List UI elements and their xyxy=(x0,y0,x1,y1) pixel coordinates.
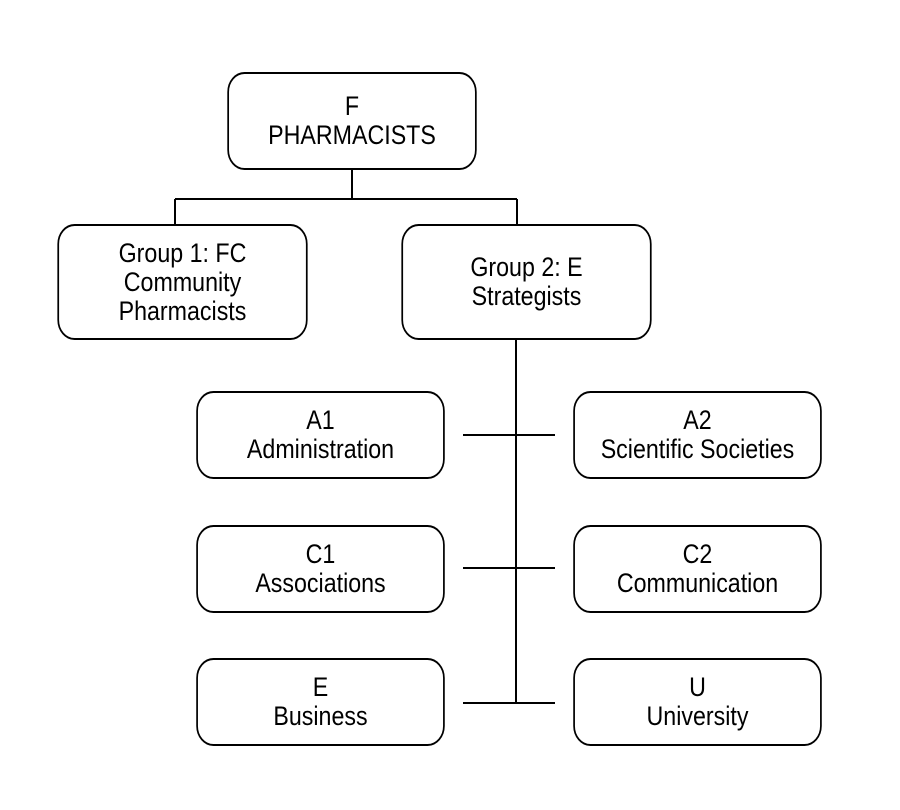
subgroup-node-a1: A1 Administration xyxy=(196,391,445,479)
subgroup-name: Scientific Societies xyxy=(600,434,795,464)
subgroup-name: Business xyxy=(273,701,368,731)
subgroup-node-u: U University xyxy=(573,658,822,746)
subgroup-code: A2 xyxy=(683,405,712,435)
subgroup-name: Administration xyxy=(246,434,395,464)
subgroup-node-a2: A2 Scientific Societies xyxy=(573,391,822,479)
subgroup-name: University xyxy=(646,701,749,731)
subgroup-node-c1: C1 Associations xyxy=(196,525,445,613)
root-code: F xyxy=(344,91,360,121)
group2-title: Group 2: E xyxy=(470,252,583,282)
group1-line2: Community xyxy=(123,266,242,297)
subgroup-name: Communication xyxy=(616,568,779,598)
subgroup-code: U xyxy=(689,672,706,702)
root-title: PHARMACISTS xyxy=(268,120,436,150)
subgroup-name: Associations xyxy=(255,568,386,598)
group1-node: Group 1: FC Community Pharmacists xyxy=(57,224,308,340)
root-node-pharmacists: F PHARMACISTS xyxy=(227,72,477,170)
subgroup-code: C1 xyxy=(305,539,336,569)
subgroup-code: A1 xyxy=(306,405,335,435)
group2-line2: Strategists xyxy=(471,281,582,311)
group1-title: Group 1: FC xyxy=(118,237,247,268)
subgroup-node-e: E Business xyxy=(196,658,445,746)
subgroup-node-c2: C2 Communication xyxy=(573,525,822,613)
group2-node: Group 2: E Strategists xyxy=(401,224,652,340)
subgroup-code: C2 xyxy=(682,539,713,569)
subgroup-code: E xyxy=(312,672,329,702)
group1-line3: Pharmacists xyxy=(118,295,247,326)
